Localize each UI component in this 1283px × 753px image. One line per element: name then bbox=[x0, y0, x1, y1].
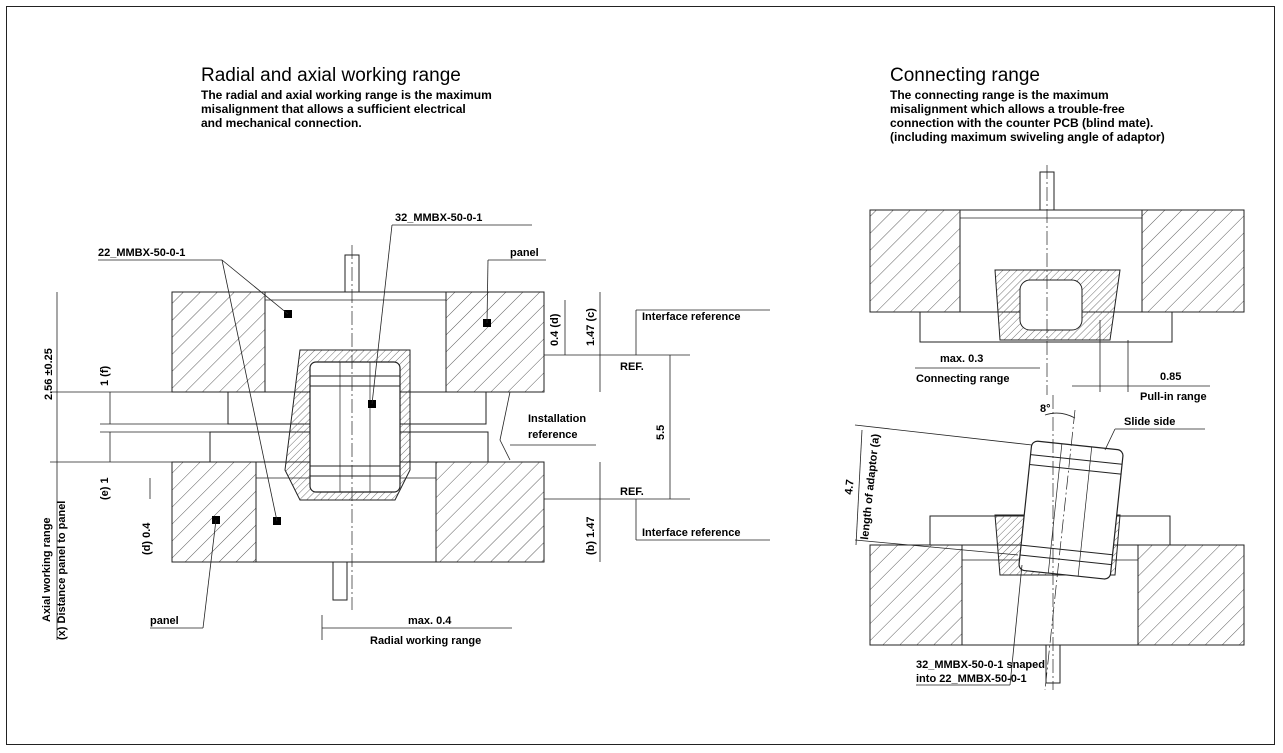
label-pullin-range: Pull-in range bbox=[1140, 391, 1207, 403]
right-bottom-right-block bbox=[1137, 544, 1245, 646]
label-interface-ref-top: Interface reference bbox=[642, 311, 740, 323]
left-title: Radial and axial working range bbox=[201, 65, 461, 86]
right-description-line: misalignment which allows a trouble-free bbox=[890, 102, 1125, 116]
right-description-line: connection with the counter PCB (blind m… bbox=[890, 116, 1154, 130]
top-left-panel-block bbox=[171, 291, 266, 393]
label-adaptor-len: 4.7 bbox=[843, 479, 857, 495]
top-right-panel-block bbox=[445, 291, 545, 393]
dim-d-top: 0.4 (d) bbox=[549, 313, 561, 346]
label-max-radial: max. 0.4 bbox=[408, 615, 452, 627]
label-interface-ref-bottom: Interface reference bbox=[642, 527, 740, 539]
bottom-right-panel-block bbox=[435, 461, 545, 563]
dim-span: 5.5 bbox=[655, 425, 667, 440]
label-ref-bottom: REF. bbox=[620, 486, 644, 498]
dim-axial-1: Axial working range bbox=[41, 517, 53, 622]
left-description-line: and mechanical connection. bbox=[201, 116, 362, 130]
dim-axial-2: (x) Distance panel to panel bbox=[56, 501, 68, 640]
right-title: Connecting range bbox=[890, 65, 1040, 86]
label-angle: 8° bbox=[1040, 403, 1051, 415]
right-adaptor-body bbox=[1018, 440, 1124, 580]
right-top-right-block bbox=[1141, 209, 1245, 313]
adaptor-body bbox=[309, 361, 401, 493]
right-description-line: (including maximum swiveling angle of ad… bbox=[890, 130, 1165, 144]
right-bottom-left-block bbox=[869, 544, 963, 646]
dim-f: 1 (f) bbox=[99, 366, 111, 387]
label-slide-side: Slide side bbox=[1124, 416, 1175, 428]
label-pullin-value: 0.85 bbox=[1160, 371, 1181, 383]
dim-total: 2.56 ±0.25 bbox=[43, 348, 55, 400]
label-snap-1: 32_MMBX-50-0-1 snaped bbox=[916, 659, 1045, 671]
label-part-32: 32_MMBX-50-0-1 bbox=[395, 212, 482, 224]
left-drawing bbox=[50, 224, 770, 640]
dim-e: (e) 1 bbox=[99, 477, 111, 500]
right-drawing bbox=[854, 165, 1245, 691]
label-panel-bottom: panel bbox=[150, 615, 179, 627]
label-panel-top: panel bbox=[510, 247, 539, 259]
left-description: The radial and axial working range is th… bbox=[201, 88, 492, 130]
label-snap-2: into 22_MMBX-50-0-1 bbox=[916, 673, 1027, 685]
bottom-pin bbox=[332, 561, 348, 601]
label-part-22: 22_MMBX-50-0-1 bbox=[98, 247, 185, 259]
label-installation-2: reference bbox=[528, 429, 578, 441]
right-description: The connecting range is the maximum misa… bbox=[890, 88, 1165, 144]
label-max-connect: max. 0.3 bbox=[940, 353, 983, 365]
right-top-left-block bbox=[869, 209, 961, 313]
drawing-frame bbox=[6, 6, 1275, 745]
label-radial-range: Radial working range bbox=[370, 635, 481, 647]
left-description-line: misalignment that allows a sufficient el… bbox=[201, 102, 466, 116]
label-adaptor: length of adaptor (a) bbox=[859, 433, 882, 540]
dim-b-bottom: (b) 1.47 bbox=[585, 516, 597, 555]
bottom-left-panel-block bbox=[171, 461, 257, 563]
dim-d-bottom: (d) 0.4 bbox=[141, 522, 153, 555]
right-description-line: The connecting range is the maximum bbox=[890, 88, 1109, 102]
label-ref-top: REF. bbox=[620, 361, 644, 373]
left-description-line: The radial and axial working range is th… bbox=[201, 88, 492, 102]
dim-c-top: 1.47 (c) bbox=[585, 308, 597, 346]
label-connect-range: Connecting range bbox=[916, 373, 1010, 385]
label-installation-1: Installation bbox=[528, 413, 586, 425]
